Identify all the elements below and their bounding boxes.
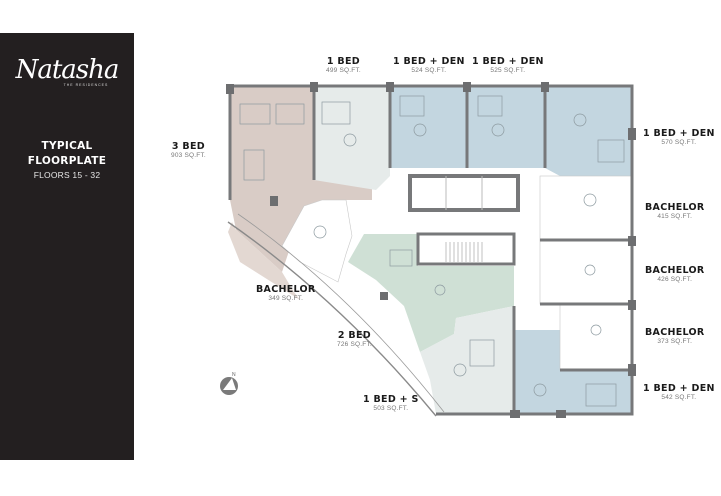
- unit-bachelor-373-area[interactable]: [559, 303, 633, 371]
- floors-range: FLOORS 15 - 32: [33, 170, 101, 180]
- unit-1bed-area[interactable]: [314, 86, 390, 190]
- sidebar-panel: Natasha THE RESIDENCES TYPICAL FLOORPLAT…: [0, 33, 134, 460]
- unit-1bedden-524-area[interactable]: [390, 86, 467, 168]
- label-3bed: 3 BED 903 SQ.FT.: [171, 141, 206, 159]
- unit-bachelor-415-area[interactable]: [539, 175, 633, 241]
- elevator-core: [408, 174, 520, 212]
- label-1bedden-542: 1 BED + DEN 542 SQ.FT.: [643, 383, 715, 401]
- north-compass-icon: N: [220, 372, 238, 395]
- unit-1bedden-542-area[interactable]: [514, 330, 632, 414]
- stair-core: [416, 232, 516, 266]
- title-line-2: FLOORPLATE: [27, 155, 107, 167]
- brand-logo: Natasha THE RESIDENCES: [0, 55, 134, 87]
- title-line-1: TYPICAL: [41, 140, 93, 152]
- floorplate-title: TYPICAL FLOORPLATE FLOORS 15 - 32: [0, 139, 134, 180]
- curved-facade-inner: [237, 213, 445, 413]
- label-bachelor-415: BACHELOR 415 SQ.FT.: [645, 202, 705, 220]
- unit-1bedden-525-area[interactable]: [467, 86, 545, 168]
- curved-facade: [227, 221, 437, 417]
- label-bachelor-373: BACHELOR 373 SQ.FT.: [645, 327, 705, 345]
- label-1bedden-524: 1 BED + DEN 524 SQ.FT.: [393, 56, 465, 74]
- unit-bachelor-426-area[interactable]: [539, 239, 633, 305]
- label-bachelor-426: BACHELOR 426 SQ.FT.: [645, 265, 705, 283]
- unit-2bed-area[interactable]: [348, 234, 514, 352]
- balcony-3bed: [228, 222, 300, 300]
- svg-text:N: N: [232, 372, 236, 378]
- unit-3bed-area[interactable]: [230, 86, 372, 272]
- unit-1bedplus-s-area[interactable]: [420, 306, 514, 414]
- logo-subtitle: THE RESIDENCES: [63, 83, 109, 87]
- label-bachelor-349: BACHELOR 349 SQ.FT.: [256, 284, 316, 302]
- logo-script: Natasha: [15, 55, 120, 85]
- label-1bedden-525: 1 BED + DEN 525 SQ.FT.: [472, 56, 544, 74]
- label-1bed: 1 BED 499 SQ.FT.: [326, 56, 361, 74]
- label-2bed: 2 BED 726 SQ.FT.: [337, 330, 372, 348]
- label-1bedden-570: 1 BED + DEN 570 SQ.FT.: [643, 128, 715, 146]
- label-1bed-s: 1 BED + S 503 SQ.FT.: [363, 394, 419, 412]
- unit-1bedden-570-area[interactable]: [545, 86, 632, 176]
